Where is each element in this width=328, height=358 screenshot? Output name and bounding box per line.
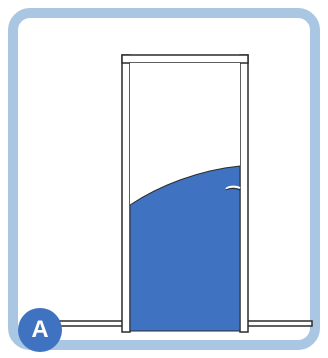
door-leaf bbox=[129, 165, 241, 332]
door-jamb-right bbox=[239, 54, 249, 333]
door-handle bbox=[225, 185, 241, 190]
door-header bbox=[121, 54, 249, 64]
door-jamb-left bbox=[121, 54, 131, 333]
figure-label-badge: A bbox=[18, 308, 62, 352]
door-handle-shadow bbox=[225, 188, 241, 191]
